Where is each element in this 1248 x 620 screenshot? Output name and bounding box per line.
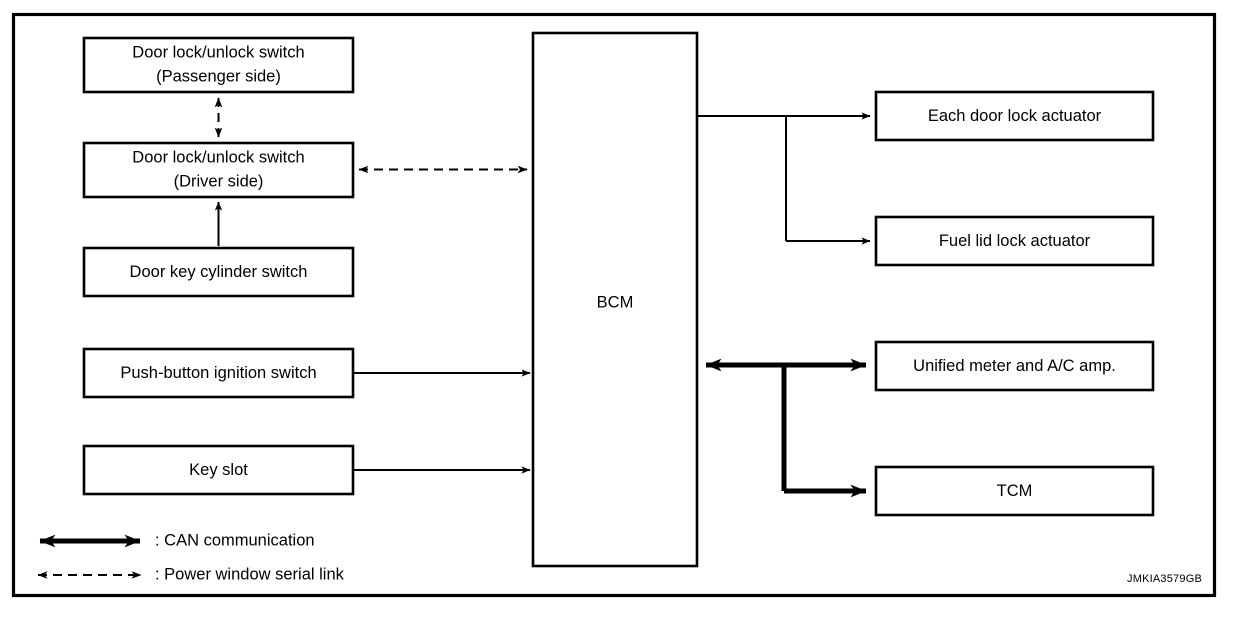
node-door-key-cylinder-switch: Door key cylinder switch bbox=[82, 246, 355, 298]
node-label-line1: Door key cylinder switch bbox=[130, 263, 308, 281]
node-label-line1: Fuel lid lock actuator bbox=[939, 232, 1091, 250]
node-box bbox=[82, 36, 355, 94]
node-label-line1: Each door lock actuator bbox=[928, 107, 1102, 125]
node-box bbox=[874, 340, 1155, 392]
node-key-slot: Key slot bbox=[82, 444, 355, 496]
node-label-line1: Unified meter and A/C amp. bbox=[913, 357, 1116, 375]
legend: : CAN communication : Power window seria… bbox=[37, 531, 345, 583]
diagram-frame bbox=[11, 12, 1217, 598]
node-label-line1: Push-button ignition switch bbox=[120, 364, 316, 382]
node-box bbox=[82, 444, 355, 496]
reference-code: JMKIA3579GB bbox=[1127, 573, 1202, 585]
node-tcm: TCM bbox=[874, 465, 1155, 517]
node-box bbox=[82, 347, 355, 399]
node-fuel-lid-lock-actuator: Fuel lid lock actuator bbox=[874, 215, 1155, 267]
node-box bbox=[531, 31, 699, 568]
node-box bbox=[82, 246, 355, 298]
node-label-line2: (Passenger side) bbox=[156, 67, 281, 85]
node-label-line1: Door lock/unlock switch bbox=[132, 148, 304, 166]
legend-label-power-window-serial-link: : Power window serial link bbox=[155, 565, 345, 583]
node-unified-meter-and-ac-amp: Unified meter and A/C amp. bbox=[874, 340, 1155, 392]
node-box bbox=[874, 215, 1155, 267]
node-door-lock-unlock-switch-driver: Door lock/unlock switch (Driver side) bbox=[82, 141, 355, 199]
legend-label-can-communication: : CAN communication bbox=[155, 531, 315, 549]
node-label-line1: TCM bbox=[997, 482, 1033, 500]
node-each-door-lock-actuator: Each door lock actuator bbox=[874, 90, 1155, 142]
node-label-line1: Key slot bbox=[189, 461, 248, 479]
node-label-line2: (Driver side) bbox=[174, 172, 264, 190]
node-label-bcm: BCM bbox=[597, 293, 634, 311]
node-box bbox=[874, 465, 1155, 517]
node-box bbox=[874, 90, 1155, 142]
node-door-lock-unlock-switch-passenger: Door lock/unlock switch (Passenger side) bbox=[82, 36, 355, 94]
node-bcm: BCM bbox=[531, 31, 699, 568]
node-push-button-ignition-switch: Push-button ignition switch bbox=[82, 347, 355, 399]
node-box bbox=[82, 141, 355, 199]
node-label-line1: Door lock/unlock switch bbox=[132, 43, 304, 61]
